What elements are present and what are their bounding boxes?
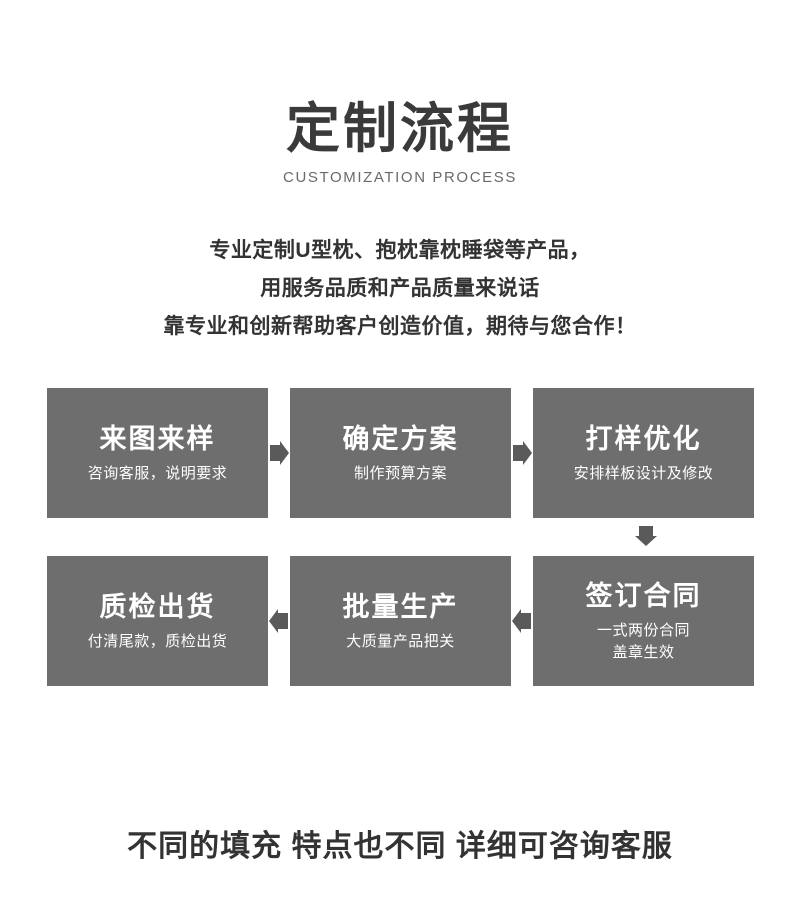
process-step-4-title: 签订合同: [585, 581, 702, 611]
arrow-right-icon: [511, 440, 533, 466]
process-step-4[interactable]: 签订合同 一式两份合同盖章生效: [533, 556, 754, 686]
intro-line-3: 靠专业和创新帮助客户创造价值，期待与您合作！: [163, 315, 637, 338]
process-row-2: 质检出货 付清尾款，质检出货 批量生产 大质量产品把关 签订合同 一式两份合同盖…: [47, 556, 754, 686]
process-row-1: 来图来样 咨询客服，说明要求 确定方案 制作预算方案 打样优化 安排样板设计及修…: [47, 388, 754, 518]
process-step-3-title: 打样优化: [585, 424, 702, 454]
process-step-5-title: 批量生产: [342, 592, 459, 622]
intro-line-2: 用服务品质和产品质量来说话: [260, 277, 540, 300]
process-step-6-desc: 付清尾款，质检出货: [87, 633, 228, 650]
page-title: 定制流程: [286, 99, 514, 159]
footer-text: 不同的填充 特点也不同 详细可咨询客服: [127, 830, 673, 863]
intro-line-1: 专业定制U型枕、抱枕靠枕睡袋等产品，: [209, 239, 591, 262]
process-step-2-desc: 制作预算方案: [353, 465, 447, 482]
process-step-1-title: 来图来样: [99, 424, 216, 454]
process-step-2[interactable]: 确定方案 制作预算方案: [290, 388, 511, 518]
page-subtitle: CUSTOMIZATION PROCESS: [283, 169, 517, 186]
intro-paragraph: 专业定制U型枕、抱枕靠枕睡袋等产品， 用服务品质和产品质量来说话 靠专业和创新帮…: [0, 232, 800, 346]
arrow-left-icon: [511, 608, 533, 634]
arrow-down-icon: [633, 524, 659, 548]
page-header: 定制流程 CUSTOMIZATION PROCESS: [0, 98, 800, 188]
process-flow-diagram: 来图来样 咨询客服，说明要求 确定方案 制作预算方案 打样优化 安排样板设计及修…: [47, 388, 754, 686]
page-footer: 不同的填充 特点也不同 详细可咨询客服: [0, 826, 800, 868]
process-step-2-title: 确定方案: [342, 424, 459, 454]
arrow-right-icon: [268, 440, 290, 466]
process-step-6[interactable]: 质检出货 付清尾款，质检出货: [47, 556, 268, 686]
process-step-5-desc: 大质量产品把关: [346, 633, 455, 650]
process-step-3-desc: 安排样板设计及修改: [573, 465, 714, 482]
process-step-3[interactable]: 打样优化 安排样板设计及修改: [533, 388, 754, 518]
process-step-1[interactable]: 来图来样 咨询客服，说明要求: [47, 388, 268, 518]
process-step-5[interactable]: 批量生产 大质量产品把关: [290, 556, 511, 686]
process-step-4-desc: 一式两份合同盖章生效: [596, 622, 690, 661]
process-step-1-desc: 咨询客服，说明要求: [87, 465, 228, 482]
process-step-6-title: 质检出货: [99, 592, 216, 622]
arrow-left-icon: [268, 608, 290, 634]
